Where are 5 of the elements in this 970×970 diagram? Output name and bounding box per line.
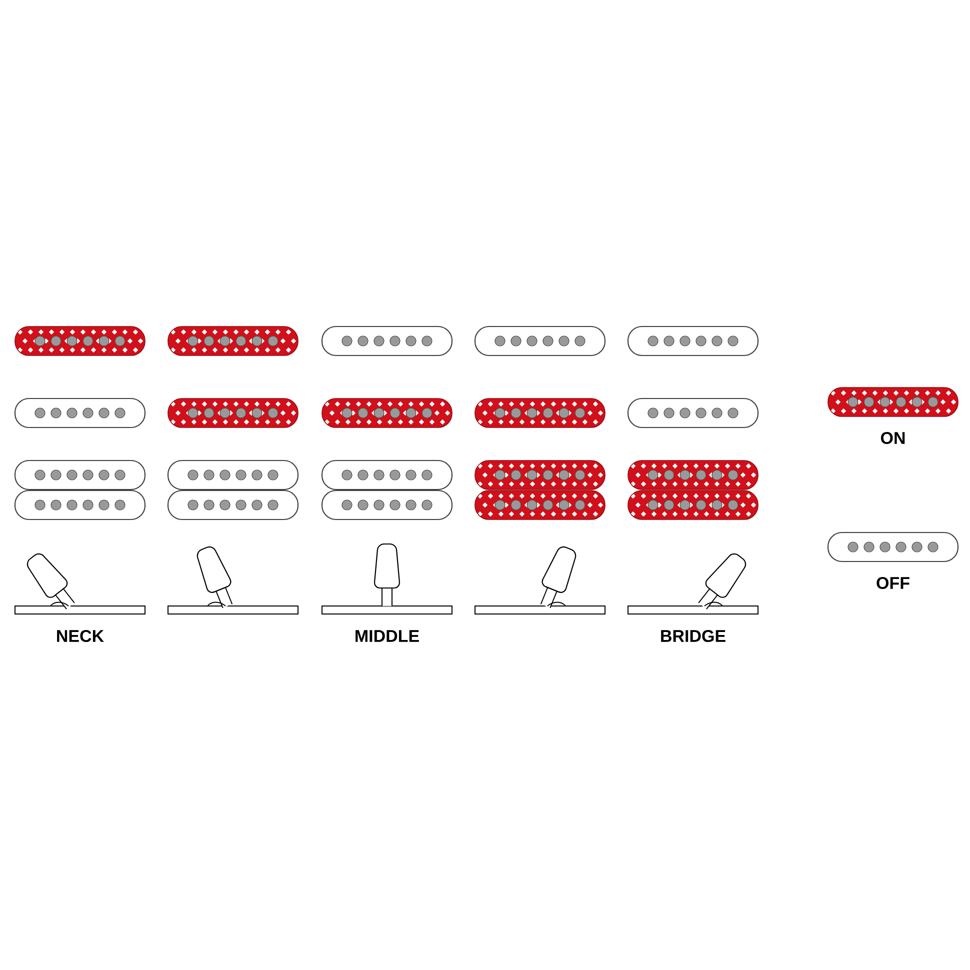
position-label: MIDDLE — [356, 630, 419, 642]
position-label: BRIDGE — [661, 630, 726, 642]
position-label: NECK — [57, 630, 104, 642]
legend-label: OFF — [876, 577, 910, 590]
legend-label: ON — [880, 432, 905, 444]
